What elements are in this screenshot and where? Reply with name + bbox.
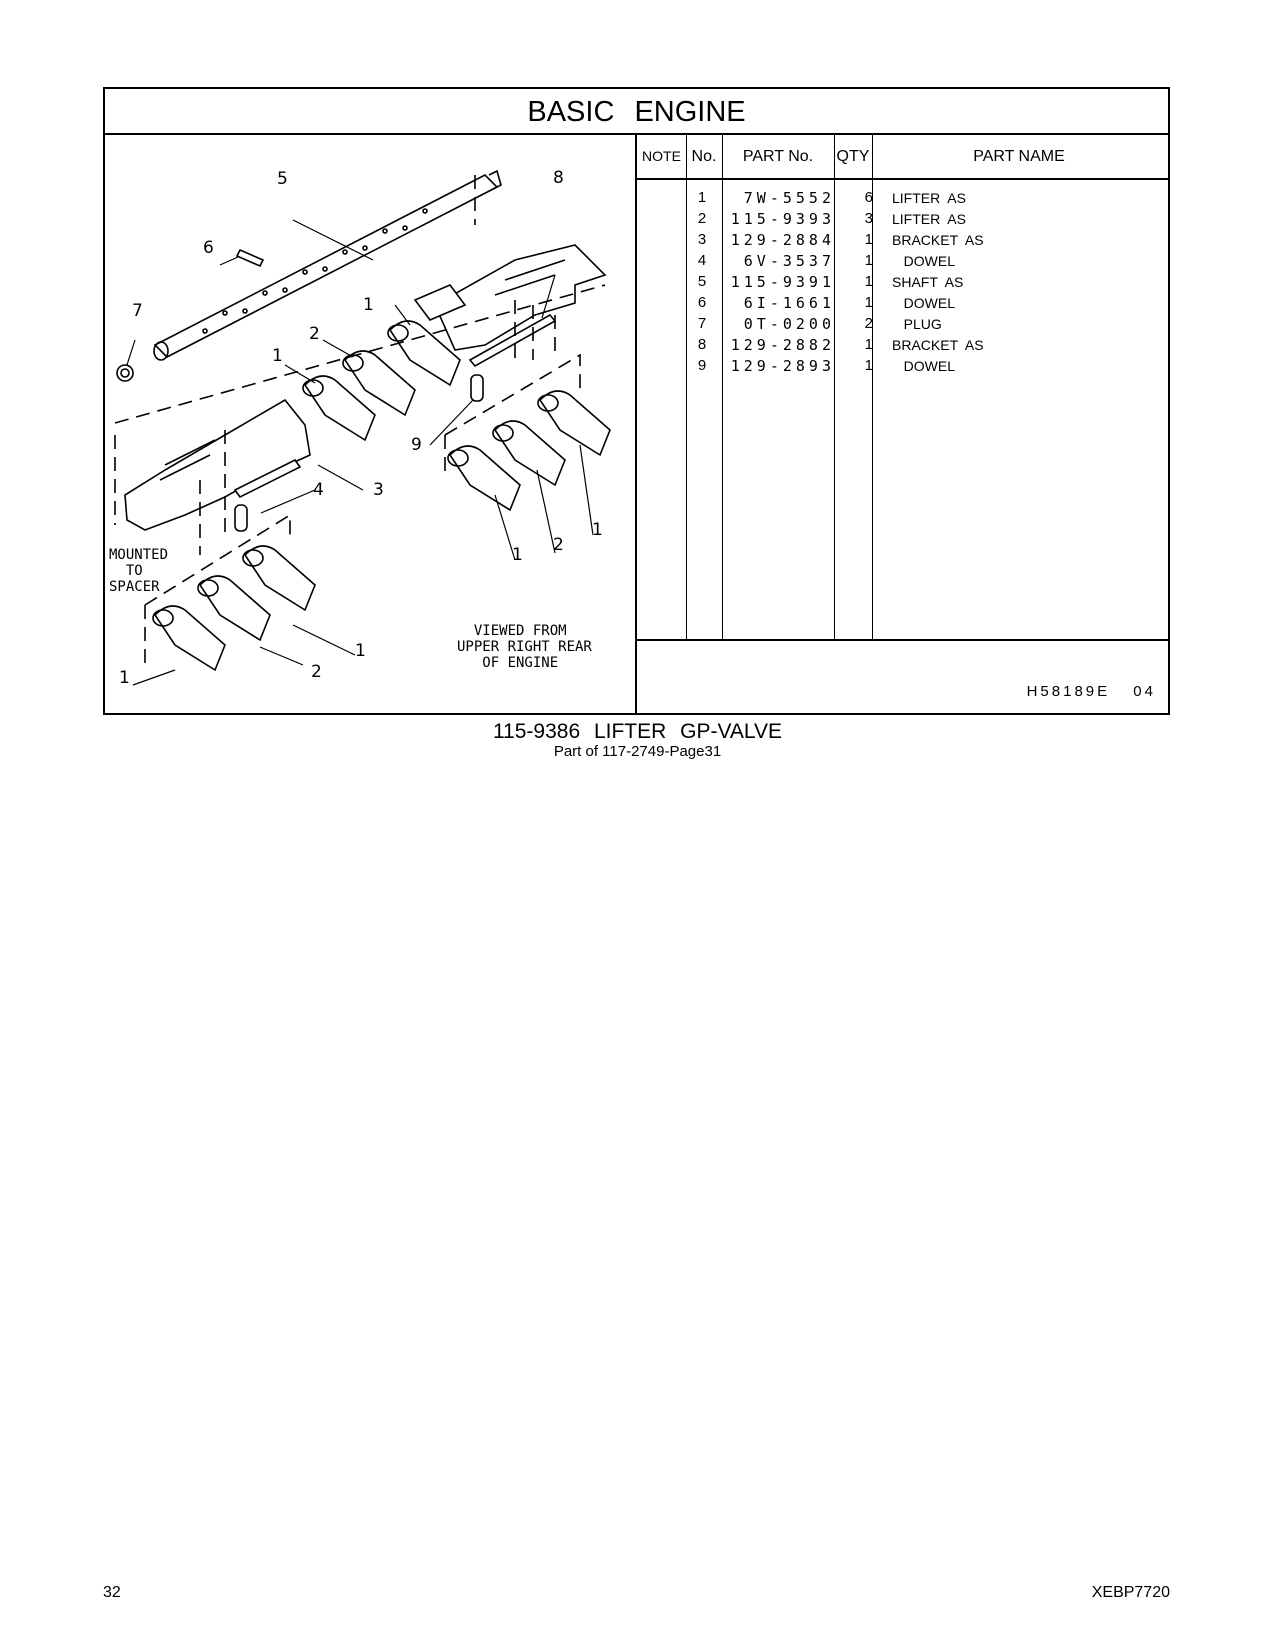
dowel-part-9	[470, 374, 484, 402]
plug-part	[116, 364, 134, 382]
document-id: XEBP7720	[1091, 1584, 1170, 1601]
row-part-name: LIFTER AS	[892, 190, 966, 206]
row-part-no: 129-2884	[730, 231, 835, 249]
table-row: 3 129-2884 1 BRACKET AS	[637, 229, 1168, 251]
row-no: 2	[697, 210, 707, 227]
row-part-no: 129-2893	[730, 357, 835, 375]
divider	[834, 135, 835, 640]
row-part-name: SHAFT AS	[892, 274, 964, 290]
callout-2c: 2	[311, 662, 322, 682]
row-no: 6	[697, 294, 707, 311]
row-qty: 1	[864, 231, 873, 248]
divider	[872, 135, 873, 640]
dowel-part-6	[235, 248, 265, 268]
row-part-name: DOWEL	[892, 295, 956, 311]
page-title: BASIC ENGINE	[105, 89, 1168, 135]
divider	[686, 135, 687, 640]
row-no: 3	[697, 231, 707, 248]
row-qty: 1	[864, 273, 873, 290]
group-title: 115-9386 LIFTER GP-VALVE	[492, 720, 783, 743]
col-note: NOTE	[642, 148, 681, 164]
row-part-name: BRACKET AS	[892, 337, 984, 353]
callout-2a: 2	[309, 324, 320, 344]
row-qty: 1	[864, 357, 873, 374]
callout-1f: 1	[119, 668, 130, 688]
table-row: 5 115-9391 1 SHAFT AS	[637, 271, 1168, 293]
callout-7: 7	[132, 301, 143, 321]
callout-1b: 1	[272, 346, 283, 366]
exploded-illustration: 5 6 7 8 1 2 1 9 4 3 1 2 1 1 2 1 MOUNTED …	[105, 135, 637, 715]
row-qty: 1	[864, 294, 873, 311]
row-qty: 6	[864, 189, 873, 206]
callout-5: 5	[277, 169, 288, 189]
assembly-lines	[114, 175, 606, 670]
row-part-no: 6I-1661	[743, 294, 835, 312]
row-part-name: DOWEL	[892, 253, 956, 269]
bracket-part-3	[124, 398, 311, 531]
col-qty: QTY	[836, 148, 870, 165]
divider	[637, 639, 1168, 641]
row-qty: 2	[864, 315, 873, 332]
dowel-part-4	[234, 504, 248, 532]
illustration-code: H58189E 04	[1026, 683, 1156, 700]
row-qty: 1	[864, 336, 873, 353]
row-part-no: 6V-3537	[743, 252, 835, 270]
callout-8: 8	[553, 168, 564, 188]
callout-1c: 1	[592, 520, 603, 540]
row-part-no: 7W-5552	[743, 189, 835, 207]
parts-table: NOTE No. PART No. QTY PART NAME 1 7W-5552…	[637, 135, 1168, 715]
callout-2b: 2	[553, 535, 564, 555]
table-row: 8 129-2882 1 BRACKET AS	[637, 334, 1168, 356]
callout-1a: 1	[363, 295, 374, 315]
callout-3: 3	[373, 480, 384, 500]
table-row: 7 0T-0200 2 PLUG	[637, 313, 1168, 335]
row-no: 8	[697, 336, 707, 353]
row-part-name: LIFTER AS	[892, 211, 966, 227]
viewed-note: VIEWED FROM UPPER RIGHT REAR OF ENGINE	[457, 623, 592, 671]
row-part-no: 115-9391	[730, 273, 835, 291]
table-header: NOTE No. PART No. QTY PART NAME	[637, 135, 1168, 180]
table-row: 2 115-9393 3 LIFTER AS	[637, 208, 1168, 230]
row-no: 1	[697, 189, 707, 206]
page-number: 32	[103, 1584, 121, 1601]
col-part-no: PART No.	[742, 148, 814, 165]
col-part-name: PART NAME	[973, 148, 1065, 165]
row-part-name: BRACKET AS	[892, 232, 984, 248]
lifter-group-right	[447, 390, 611, 512]
table-row: 6 6I-1661 1 DOWEL	[637, 292, 1168, 314]
row-part-no: 0T-0200	[743, 315, 835, 333]
col-no: No.	[691, 148, 717, 165]
row-no: 7	[697, 315, 707, 332]
group-subtitle: Part of 117-2749-Page31	[553, 743, 722, 760]
row-part-no: 129-2882	[730, 336, 835, 354]
callout-9: 9	[411, 435, 422, 455]
lifter-group-lower	[152, 545, 316, 672]
illustration-drawing	[114, 169, 611, 686]
row-no: 9	[697, 357, 707, 374]
lifter-group-upper	[302, 320, 461, 442]
parts-frame: BASIC ENGINE	[103, 87, 1170, 715]
divider	[722, 135, 723, 640]
table-row: 9 129-2893 1 DOWEL	[637, 355, 1168, 377]
row-qty: 1	[864, 252, 873, 269]
mounted-note: MOUNTED TO SPACER	[109, 547, 169, 595]
row-part-name: PLUG	[892, 316, 942, 332]
row-part-no: 115-9393	[730, 210, 835, 228]
row-no: 4	[697, 252, 707, 269]
callout-1d: 1	[512, 545, 523, 565]
table-row: 4 6V-3537 1 DOWEL	[637, 250, 1168, 272]
shaft-part	[153, 169, 502, 361]
callout-6: 6	[203, 238, 214, 258]
callout-1e: 1	[355, 641, 366, 661]
leader-lines	[126, 219, 594, 686]
row-part-name: DOWEL	[892, 358, 956, 374]
table-row: 1 7W-5552 6 LIFTER AS	[637, 187, 1168, 209]
row-no: 5	[697, 273, 707, 290]
callout-4: 4	[313, 480, 324, 500]
row-qty: 3	[864, 210, 873, 227]
